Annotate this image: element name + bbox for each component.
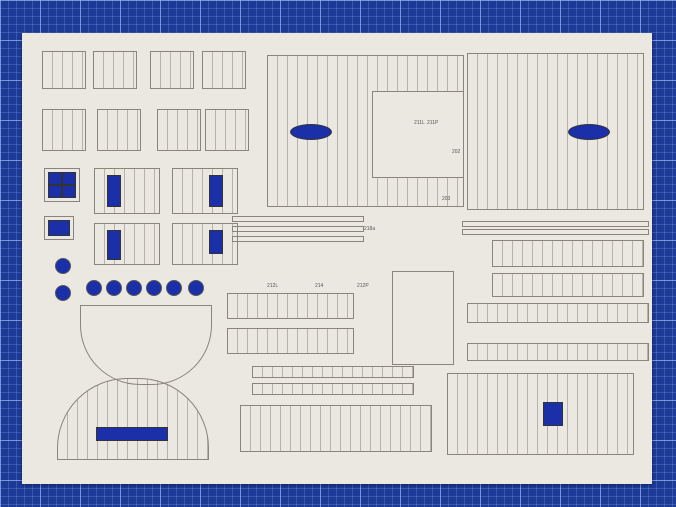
part-strip (232, 236, 364, 242)
part-rail (467, 343, 649, 361)
part-window-frame (44, 216, 74, 240)
part-bulkhead-curve (80, 305, 212, 385)
part-label: 218a (364, 226, 376, 232)
part-label: 212P (357, 283, 369, 289)
part-strip (232, 226, 364, 232)
porthole (86, 280, 102, 296)
porthole (126, 280, 142, 296)
part-rail (492, 240, 644, 267)
part-label: 211L (414, 120, 425, 126)
porthole (106, 280, 122, 296)
part-door-panel (172, 223, 238, 265)
part-strip-long (252, 383, 414, 395)
part-small (150, 51, 194, 89)
part-small (202, 51, 246, 89)
part-label: 212L (267, 283, 279, 289)
part-bulkhead (227, 293, 354, 319)
part-door-panel (94, 223, 160, 265)
part-strip (462, 221, 649, 227)
part-window-frame (44, 168, 80, 202)
part-bulkhead (227, 328, 354, 354)
porthole (166, 280, 182, 296)
laser-cut-sheet: 202 211L 211P 203 212L 214 212P 218a (22, 33, 652, 484)
part-frame (392, 271, 454, 365)
part-deck-right (467, 53, 644, 210)
part-label: 211P (427, 120, 439, 126)
part-door-panel (94, 168, 160, 214)
part-label: 202 (452, 149, 461, 155)
part-bulkhead-arch (57, 378, 209, 460)
part-floor-right (447, 373, 634, 455)
porthole (188, 280, 204, 296)
part-floor (240, 405, 432, 452)
part-small (42, 109, 86, 151)
part-strip-long (252, 366, 414, 378)
part-label: 214 (315, 283, 324, 289)
part-rail (492, 273, 644, 297)
part-label: 203 (442, 196, 451, 202)
part-small (205, 109, 249, 151)
part-strip (462, 229, 649, 235)
porthole (55, 258, 71, 274)
part-deck-insert (372, 91, 464, 178)
part-small (42, 51, 86, 89)
part-strip (232, 216, 364, 222)
porthole (146, 280, 162, 296)
part-rail (467, 303, 649, 323)
porthole (55, 285, 71, 301)
part-small (97, 109, 141, 151)
part-small (157, 109, 201, 151)
part-small (93, 51, 137, 89)
part-door-panel (172, 168, 238, 214)
